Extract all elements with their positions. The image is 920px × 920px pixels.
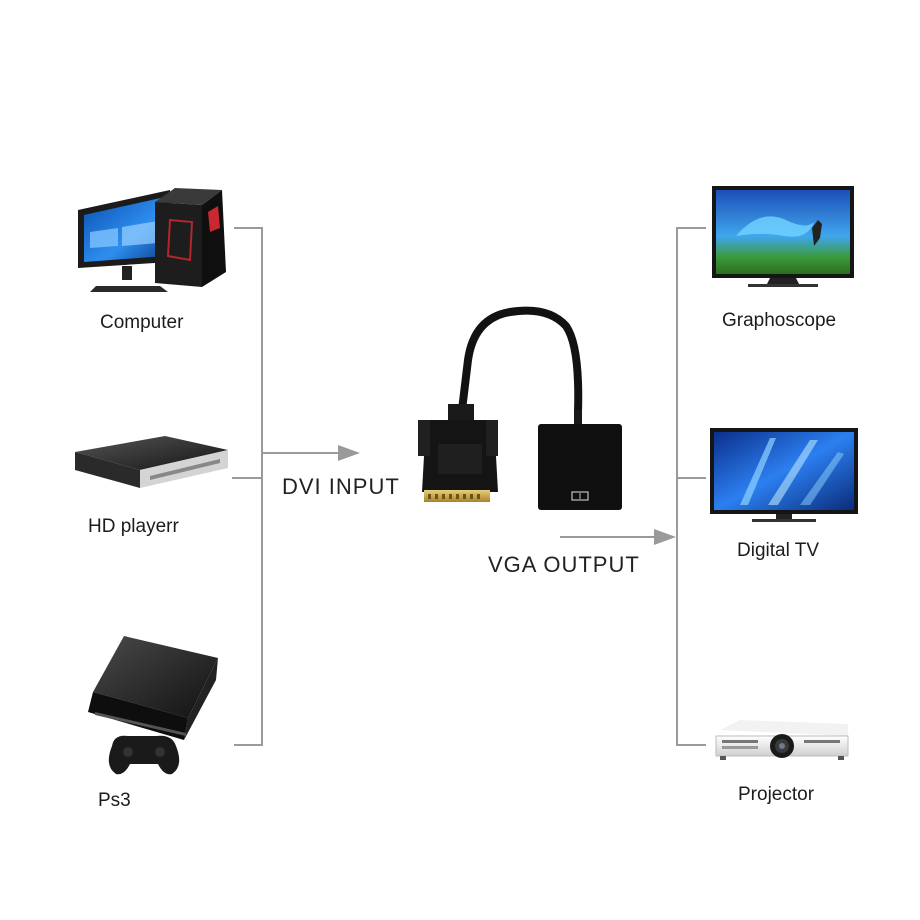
input-bracket: [232, 227, 345, 746]
computer-label: Computer: [100, 312, 184, 333]
hd-player-icon: [75, 436, 228, 488]
ps3-label: Ps3: [98, 790, 131, 811]
computer-icon: [78, 188, 226, 292]
output-arrow-icon: [654, 529, 676, 545]
dvi-to-vga-adapter-icon: [418, 306, 622, 510]
ps3-console-icon: [88, 636, 218, 775]
monitor-icon: [712, 186, 854, 287]
digital-tv-label: Digital TV: [737, 540, 820, 561]
output-bracket: [560, 227, 706, 746]
projector-label: Projector: [738, 784, 815, 805]
graphoscope-label: Graphoscope: [722, 310, 837, 331]
projector-icon: [715, 720, 849, 760]
dvi-input-label: DVI INPUT: [282, 474, 400, 499]
vga-output-label: VGA OUTPUT: [488, 552, 640, 577]
gamepad-icon: [108, 735, 180, 775]
hd-player-label: HD playerr: [88, 516, 179, 537]
input-arrow-icon: [338, 445, 360, 461]
tv-icon: [710, 428, 858, 522]
